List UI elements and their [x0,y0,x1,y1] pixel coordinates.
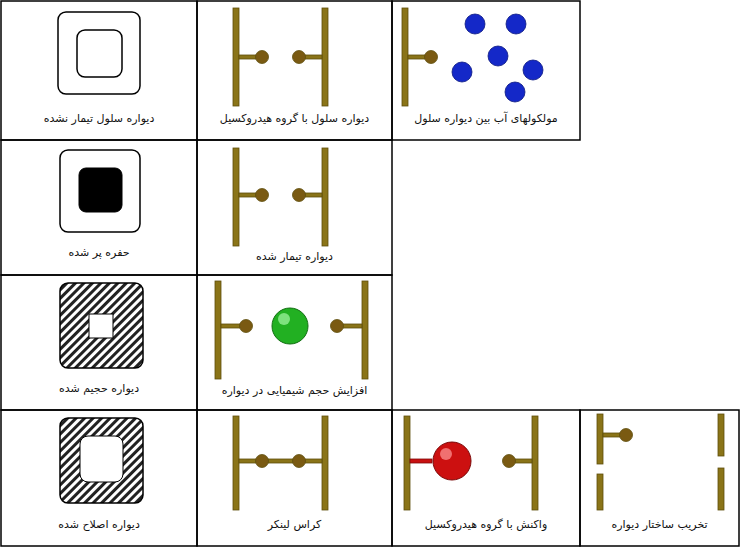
table-cell-label: واکنش با گروه هیدروکسیل [398,518,574,532]
hydroxyl-knob [240,320,253,333]
wall-stub [221,324,241,328]
hydroxyl-knob [293,51,306,64]
hydroxyl-knob [331,320,344,333]
hatched-wall [60,283,143,368]
wall-stub [342,324,362,328]
hydroxyl-knob [256,51,269,64]
wall-stub [304,193,322,197]
wall-with-water [402,8,543,106]
water-molecules [452,14,543,102]
wall-pair-bulked [215,281,368,379]
wall-bar [532,416,538,510]
water-molecule [523,60,543,80]
table-cell [197,140,392,275]
degraded-walls [597,414,724,510]
wall-stub [304,55,322,59]
hydroxyl-knob [293,189,306,202]
table-cell-label: تخریب ساختار دیواره [586,518,733,532]
untreated-wall-icon [58,12,140,94]
wall-pair [233,8,328,106]
table-cell [580,410,739,546]
wall-fragment [597,414,603,464]
table-cell [1,275,197,410]
hydroxyl-knob [620,429,633,442]
wall-bar [215,281,221,379]
wall-pair [233,148,328,246]
highlight [278,313,290,325]
wall-stub [408,55,426,59]
wall-bar [233,8,239,106]
wall-bar [322,416,328,510]
wall-fragment [718,414,724,456]
crosslinked-walls [233,416,328,510]
filled-lumen [79,168,122,212]
wall-stub [603,433,621,437]
wall-stub [239,193,257,197]
modified-wall-icon [60,418,143,503]
table-cell [1,410,197,546]
reacted-walls [404,416,538,510]
table-cell-label: افزایش حجم شیمیایی در دیواره [203,384,386,398]
table-cell [197,275,392,410]
bulked-wall-icon [60,283,143,368]
wall-bar [322,148,328,246]
table-cell [1,140,197,275]
table-cell-label: دیواره سلول تیمار نشده [7,112,191,126]
lumen [89,314,113,338]
table-cell [197,410,392,546]
lumen [80,436,123,482]
hatched-wall [60,418,143,503]
table-cell [392,410,580,546]
table-cell-label: مولکولهای آب بین دیواره سلول [398,112,574,126]
wall-outline [60,150,140,232]
hydroxyl-knob [425,51,438,64]
wall-fragment [597,474,603,510]
water-molecule [505,82,525,102]
table-cell-label: دیواره تیمار شده [203,250,386,264]
wall-stub [239,55,257,59]
water-molecule [465,14,485,34]
table-cell-label: حفره پر شده [7,246,191,260]
table-cell-label: دیواره حجیم شده [7,382,191,396]
water-molecule [488,46,508,66]
wall-outline [58,12,140,94]
wall-bar [322,8,328,106]
hydroxyl-knob [503,455,516,468]
highlight [440,448,452,460]
hydroxyl-knob [293,455,306,468]
table-cell-label: کراس لینکر [203,518,386,532]
reagent-molecule [433,442,471,480]
wall-bar [233,148,239,246]
hydroxyl-knob [256,455,269,468]
table-cell [197,1,392,140]
lumen-outline [77,30,122,77]
table-cell-label: دیواره سلول با گروه هیدروکسیل [203,112,386,126]
wall-fragment [718,468,724,510]
reacted-bond [410,459,432,463]
hydroxyl-knob [256,189,269,202]
table-cell-label: دیواره اصلاح شده [7,518,191,532]
wall-stub [514,459,532,463]
table-cell [392,1,580,140]
water-molecule [506,14,526,34]
water-molecule [452,62,472,82]
filled-lumen-icon [60,150,140,232]
bulking-molecule [272,308,308,344]
wall-bar [362,281,368,379]
wall-bar [402,8,408,106]
wall-bar [233,416,239,510]
crosslink-bond [239,459,322,463]
table-cell [1,1,197,140]
wall-bar [404,416,410,510]
